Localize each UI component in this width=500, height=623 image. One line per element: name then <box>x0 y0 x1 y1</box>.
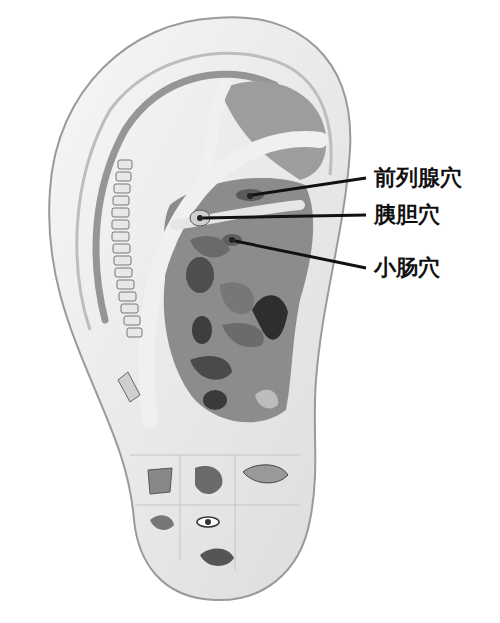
lobe-grid <box>130 455 300 570</box>
callout-label: 小肠穴 <box>372 255 442 281</box>
callout-label: 胰胆穴 <box>372 202 442 228</box>
antihelix-crus <box>200 85 225 190</box>
callout-label: 前列腺穴 <box>372 165 464 191</box>
helix-crus <box>175 205 300 225</box>
spine <box>112 160 142 337</box>
ear-outline <box>49 17 350 600</box>
antihelix <box>147 139 320 420</box>
organ-shapes <box>118 189 288 410</box>
leader-line <box>203 178 366 268</box>
lobe-icons <box>148 465 288 566</box>
